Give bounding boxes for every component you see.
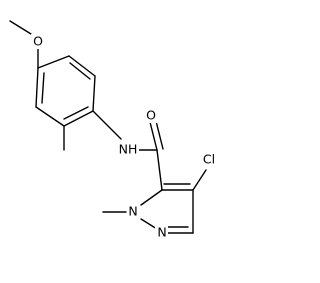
molecule-drawing: O NH O Cl N N bbox=[9, 20, 216, 240]
bond-carbonyl-pyrazole bbox=[156, 149, 163, 191]
bond-pyrazole-n2-n1 bbox=[140, 218, 158, 230]
bond-benzene-4-inner bbox=[63, 106, 89, 120]
bond-carbonyl-o-1 bbox=[149, 121, 158, 151]
bond-c4-cl bbox=[192, 169, 207, 191]
bond-benzene-2 bbox=[68, 55, 96, 77]
bond-benzene-1 bbox=[37, 55, 70, 69]
carbonyl-oxygen-label: O bbox=[146, 108, 156, 123]
bond-pyrazole-n1-c5 bbox=[140, 189, 163, 206]
bond-benzene-4 bbox=[63, 110, 94, 127]
bond-ring-nh bbox=[92, 110, 122, 140]
bond-carbonyl-o-2 bbox=[155, 120, 164, 150]
amide-nh-label: NH bbox=[119, 142, 138, 157]
pyrazole-n1-label: N bbox=[128, 204, 137, 219]
bond-benzene-5 bbox=[35, 106, 65, 127]
bond-benzene-6-inner bbox=[41, 72, 45, 104]
methoxy-oxygen-label: O bbox=[33, 34, 43, 49]
bond-benzene-3 bbox=[92, 75, 96, 112]
bond-benzene-6 bbox=[35, 67, 39, 108]
bond-benzene-2-inner bbox=[69, 62, 91, 80]
structure-diagram: O NH O Cl N N bbox=[9, 20, 216, 240]
chlorine-label: Cl bbox=[203, 152, 215, 167]
pyrazole-n2-label: N bbox=[157, 225, 166, 240]
bond-methoxy-methyl bbox=[9, 20, 32, 35]
